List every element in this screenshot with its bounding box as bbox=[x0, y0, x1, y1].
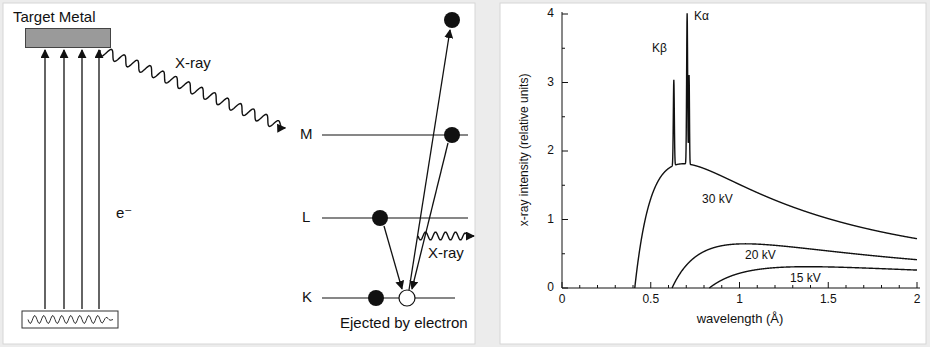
axis-tick bbox=[562, 116, 565, 117]
axis-tick bbox=[633, 285, 634, 288]
axis-tick bbox=[668, 285, 669, 288]
curve-label: 30 kV bbox=[702, 193, 733, 207]
level-line bbox=[322, 297, 455, 298]
shell-label: K bbox=[302, 288, 312, 305]
electron bbox=[444, 127, 460, 143]
axis-tick bbox=[562, 14, 568, 15]
axis-tick bbox=[562, 219, 568, 220]
tick-label: 0.5 bbox=[642, 293, 659, 307]
filament-box bbox=[22, 311, 118, 328]
axis-tick bbox=[881, 285, 882, 288]
axis-tick bbox=[917, 282, 918, 288]
axis-tick bbox=[846, 285, 847, 288]
electron-beams bbox=[45, 50, 99, 309]
electron-arrow bbox=[81, 50, 82, 309]
axis-tick bbox=[562, 288, 568, 289]
axis-tick bbox=[562, 48, 565, 49]
spectrum-curve bbox=[635, 13, 917, 288]
tick-label: 0 bbox=[559, 293, 566, 307]
axis-tick bbox=[899, 285, 900, 288]
energy-levels bbox=[322, 135, 468, 298]
axis-tick bbox=[562, 82, 568, 83]
shell-label: L bbox=[302, 208, 310, 225]
filament-coil bbox=[28, 316, 113, 324]
y-axis bbox=[562, 12, 563, 288]
axis-tick bbox=[562, 185, 565, 186]
axis-tick bbox=[828, 282, 829, 288]
chart-axes bbox=[562, 12, 920, 288]
axis-tick bbox=[686, 285, 687, 288]
wave-label: X-ray bbox=[428, 244, 464, 261]
axis-tick bbox=[863, 285, 864, 288]
electron bbox=[444, 12, 460, 28]
tick-label: 1 bbox=[736, 293, 743, 307]
axis-tick bbox=[562, 253, 565, 254]
peak-label: Kβ bbox=[652, 42, 667, 56]
block-label: Target Metal bbox=[13, 8, 96, 25]
axis-title: wavelength (Å) bbox=[697, 312, 784, 327]
axis-tick bbox=[775, 285, 776, 288]
electron bbox=[372, 210, 388, 226]
axis-tick bbox=[792, 285, 793, 288]
axis-tick bbox=[579, 285, 580, 288]
xray-waves bbox=[100, 49, 474, 239]
tick-label: 1.5 bbox=[820, 293, 837, 307]
curve-label: 15 kV bbox=[790, 272, 821, 286]
axis-tick bbox=[810, 285, 811, 288]
electron-hole bbox=[399, 290, 415, 306]
spectrum-curves bbox=[635, 13, 917, 288]
axis-tick bbox=[704, 285, 705, 288]
left-panel bbox=[3, 3, 475, 344]
axis-tick bbox=[615, 285, 616, 288]
shell-label: M bbox=[300, 125, 313, 142]
transition-arrow bbox=[412, 143, 448, 289]
electron-arrow bbox=[44, 50, 45, 309]
tick-label: 4 bbox=[547, 7, 554, 21]
tick-label: 2 bbox=[547, 144, 554, 158]
xray-wave bbox=[100, 49, 285, 128]
particle-label: e⁻ bbox=[116, 204, 132, 221]
tick-label: 3 bbox=[547, 76, 554, 90]
curve-label: 20 kV bbox=[745, 249, 776, 263]
wave-label: X-ray bbox=[175, 54, 211, 71]
electron-arrow bbox=[63, 50, 64, 309]
tick-label: 2 bbox=[914, 293, 921, 307]
tick-label: 0 bbox=[547, 281, 554, 295]
electron-arrow bbox=[98, 50, 99, 309]
spectrum-curve bbox=[672, 244, 917, 288]
electrons bbox=[368, 12, 460, 306]
target-metal-block: Target Metal bbox=[25, 28, 111, 48]
axis-tick bbox=[650, 282, 651, 288]
axis-tick bbox=[721, 285, 722, 288]
tick-label: 1 bbox=[547, 213, 554, 227]
right-panel bbox=[500, 3, 926, 344]
level-line bbox=[322, 217, 468, 218]
electron bbox=[368, 290, 384, 306]
xray-wave bbox=[418, 232, 474, 240]
axis-title: x-ray intensity (relative units) bbox=[518, 74, 532, 227]
spectrum-curve bbox=[709, 267, 917, 288]
axis-tick bbox=[757, 285, 758, 288]
axis-tick bbox=[562, 151, 568, 152]
axis-tick bbox=[739, 282, 740, 288]
axis-tick bbox=[597, 285, 598, 288]
transition-arrow bbox=[384, 226, 402, 289]
note-label: Ejected by electron bbox=[340, 314, 468, 331]
axis-tick bbox=[562, 282, 563, 288]
filament-coil bbox=[28, 316, 113, 324]
peak-label: Kα bbox=[694, 10, 709, 24]
